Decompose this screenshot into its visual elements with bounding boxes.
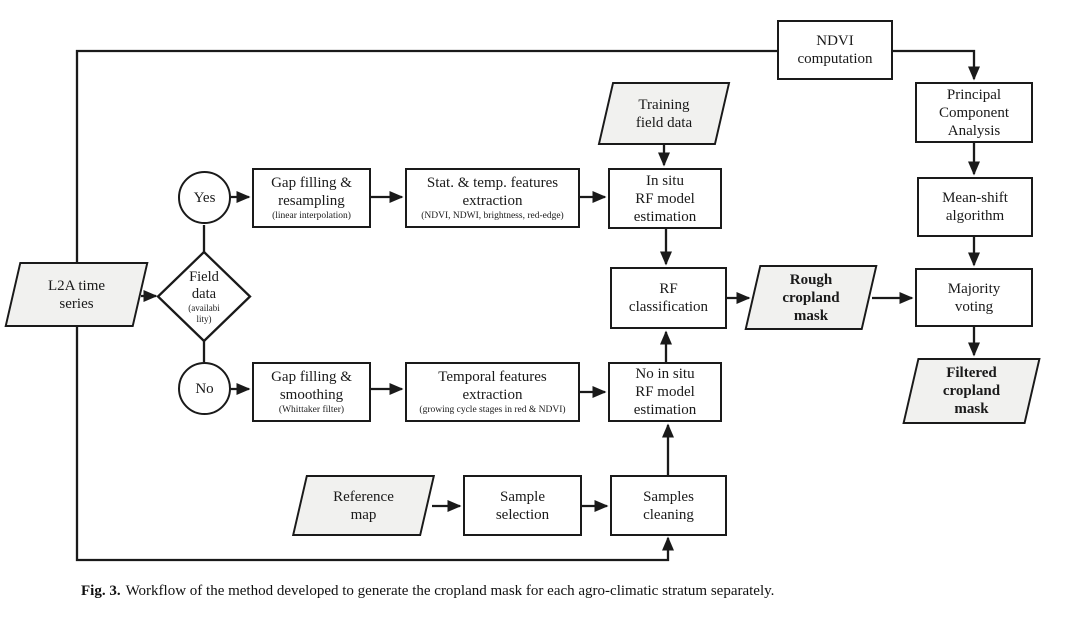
- figure-caption: Fig. 3.Workflow of the method developed …: [81, 583, 774, 600]
- node-label: No: [195, 380, 214, 397]
- node-mean-shift-algorithm: Mean-shift algorithm: [917, 177, 1033, 237]
- node-gap-filling-resampling: Gap filling & resampling (linear interpo…: [252, 168, 371, 228]
- node-label: RF classification: [628, 281, 709, 315]
- node-label: Filtered cropland mask: [942, 365, 1001, 417]
- node-sample-selection: Sample selection: [463, 475, 582, 536]
- node-yes-circle: Yes: [178, 171, 231, 224]
- node-in-situ-rf-model-estimation: In situ RF model estimation: [608, 168, 722, 229]
- node-label: Field data: [189, 268, 219, 302]
- node-label: NDVI computation: [797, 33, 873, 67]
- node-temporal-features-extraction: Temporal features extraction (growing cy…: [405, 362, 580, 422]
- figure-caption-text: Workflow of the method developed to gene…: [125, 583, 775, 599]
- node-rf-classification: RF classification: [610, 267, 727, 329]
- node-label: Majority voting: [947, 280, 1001, 315]
- node-no-in-situ-rf-model-estimation: No in situ RF model estimation: [608, 362, 722, 422]
- node-majority-voting: Majority voting: [915, 268, 1033, 327]
- node-label: Training field data: [635, 96, 693, 131]
- node-ndvi-computation: NDVI computation: [777, 20, 893, 80]
- decision-diamond-shape: [156, 250, 252, 343]
- node-label: Principal Component Analysis: [939, 86, 1009, 139]
- edge-ndvi-to-pca: [893, 49, 980, 81]
- node-sublabel: (linear interpolation): [272, 211, 351, 222]
- node-label: L2A time series: [47, 277, 106, 312]
- node-no-circle: No: [178, 362, 231, 415]
- node-sublabel: (Whittaker filter): [278, 405, 345, 416]
- node-label: No in situ RF model estimation: [633, 366, 697, 418]
- node-sublabel: (growing cycle stages in red & NDVI): [419, 405, 566, 416]
- node-reference-map: Reference map: [291, 475, 436, 536]
- node-filtered-cropland-mask: Filtered cropland mask: [902, 358, 1041, 424]
- node-label: Reference map: [333, 488, 394, 523]
- node-label: Rough cropland mask: [782, 271, 840, 324]
- node-label: Stat. & temp. features extraction: [426, 175, 559, 210]
- node-label: Samples cleaning: [643, 488, 694, 523]
- node-sublabel: (availabi lity): [188, 303, 220, 324]
- node-field-data-decision: Field data (availabi lity): [158, 254, 250, 339]
- figure-caption-label: Fig. 3.: [81, 583, 121, 599]
- node-gap-filling-smoothing: Gap filling & smoothing (Whittaker filte…: [252, 362, 371, 422]
- node-label: Temporal features extraction: [438, 369, 547, 404]
- node-rough-cropland-mask: Rough cropland mask: [744, 265, 878, 330]
- edge-l2a-to-samples-cleaning: [75, 327, 674, 562]
- node-l2a-time-series: L2A time series: [4, 262, 149, 327]
- node-samples-cleaning: Samples cleaning: [610, 475, 727, 536]
- node-label: Gap filling & smoothing: [271, 369, 352, 404]
- node-label: Yes: [193, 189, 216, 206]
- edge-l2a-to-ndvi: [75, 49, 777, 262]
- node-label: Sample selection: [495, 488, 550, 523]
- node-principal-component-analysis: Principal Component Analysis: [915, 82, 1033, 143]
- node-stat-temp-features-extraction: Stat. & temp. features extraction (NDVI,…: [405, 168, 580, 228]
- node-label: Mean-shift algorithm: [942, 190, 1008, 224]
- node-training-field-data: Training field data: [597, 82, 731, 145]
- node-label: In situ RF model estimation: [633, 172, 697, 225]
- node-label: Gap filling & resampling: [271, 175, 352, 210]
- node-sublabel: (NDVI, NDWI, brightness, red-edge): [421, 211, 564, 222]
